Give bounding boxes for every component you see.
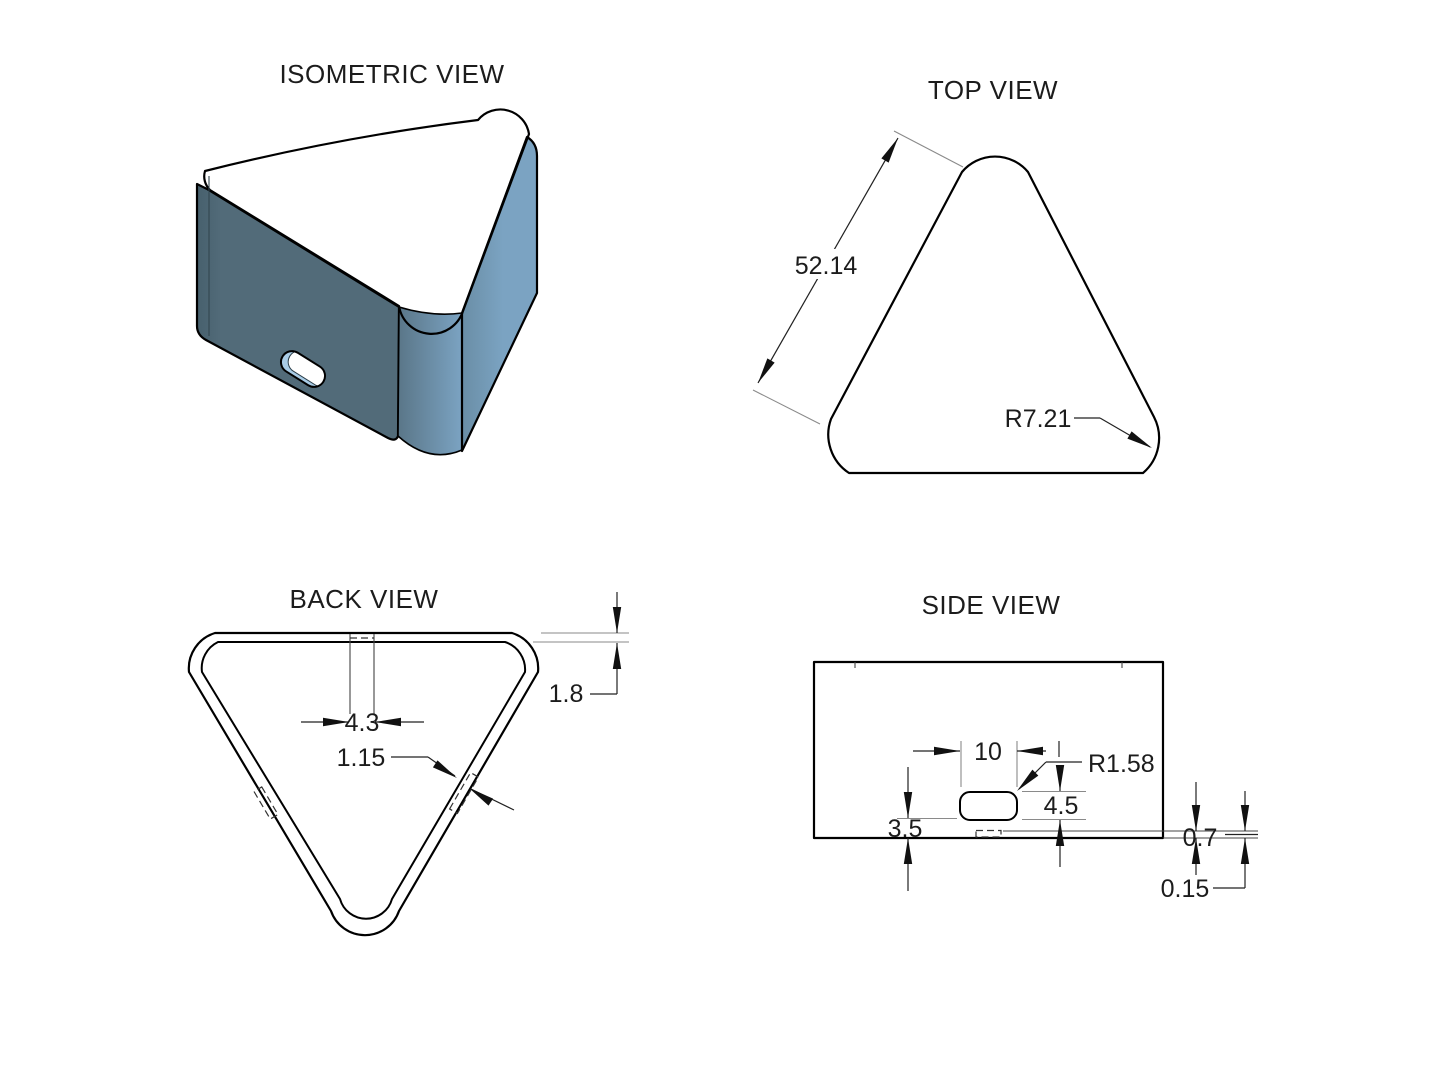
arrowhead [612,607,622,633]
iso-slot-outline [279,350,327,388]
side-dim-slot-length: 10 [913,738,1046,787]
side-dim-recess-depth: 0.15 [1161,791,1258,903]
back-dim-slot-width: 4.3 [301,709,424,737]
iso-top-face [203,108,531,335]
side-dim-slot-bottom-offset-label: 3.5 [888,815,923,843]
side-slot-outline [959,791,1018,821]
arrowhead [1240,838,1250,864]
side-dim-recess-depth-label: 0.15 [1161,875,1210,903]
back-view: BACK VIEW 1.8 [187,584,629,937]
side-dim-slot-radius: R1.58 [1014,741,1155,794]
side-view-outline [812,660,1165,840]
side-dim-lip-height: 0.7 [1183,782,1218,875]
arrowhead [432,760,460,782]
back-hidden-left-wall-slot [253,786,279,820]
side-dim-slot-length-label: 10 [974,738,1002,766]
back-hidden-right-wall-slot [448,771,480,815]
iso-right-face [460,135,539,453]
back-view-inner-outline [200,641,527,920]
isometric-view-title: ISOMETRIC VIEW [279,59,504,89]
isometric-view: ISOMETRIC VIEW [195,59,539,456]
top-dim-edge-length-label: 52.14 [795,252,858,280]
arrowhead [1014,769,1039,794]
back-dim-top-wall: 1.8 [533,592,629,708]
top-dim-edge-length: 52.14 [752,130,964,425]
side-hidden-recess [975,829,1002,838]
back-dim-wall-thickness: 1.15 [337,744,515,811]
arrowhead [1127,431,1155,452]
arrowhead [1017,746,1043,756]
top-view: TOP VIEW 52.14 R7.21 [752,75,1161,475]
top-dim-corner-radius: R7.21 [1005,405,1155,452]
arrowhead [612,643,622,669]
top-dim-corner-radius-label: R7.21 [1005,405,1072,433]
back-dim-slot-width-label: 4.3 [345,709,380,737]
arrowhead [1055,765,1065,791]
arrowhead [881,135,902,163]
side-dim-slot-height: 4.5 [1022,765,1086,867]
back-dim-wall-thickness-label: 1.15 [337,744,386,772]
back-view-title: BACK VIEW [290,584,439,614]
iso-front-left-face [195,182,401,441]
side-dim-lip-height-label: 0.7 [1183,824,1218,852]
side-dim-slot-height-label: 4.5 [1044,792,1079,820]
top-view-outline [827,155,1161,475]
back-view-outer-outline [187,631,540,937]
arrowhead [754,358,775,386]
arrowhead [1055,820,1065,846]
back-dim-top-wall-label: 1.8 [549,680,584,708]
arrowhead [1240,805,1250,831]
back-hidden-top-slot [349,634,375,714]
side-dim-slot-bottom-offset: 3.5 [888,767,957,891]
iso-front-corner-face [397,306,463,456]
side-view: SIDE VIEW 10 R1.58 [812,590,1258,903]
arrowhead [934,746,960,756]
side-dim-slot-radius-label: R1.58 [1088,750,1155,778]
top-view-title: TOP VIEW [928,75,1058,105]
side-view-title: SIDE VIEW [922,590,1061,620]
